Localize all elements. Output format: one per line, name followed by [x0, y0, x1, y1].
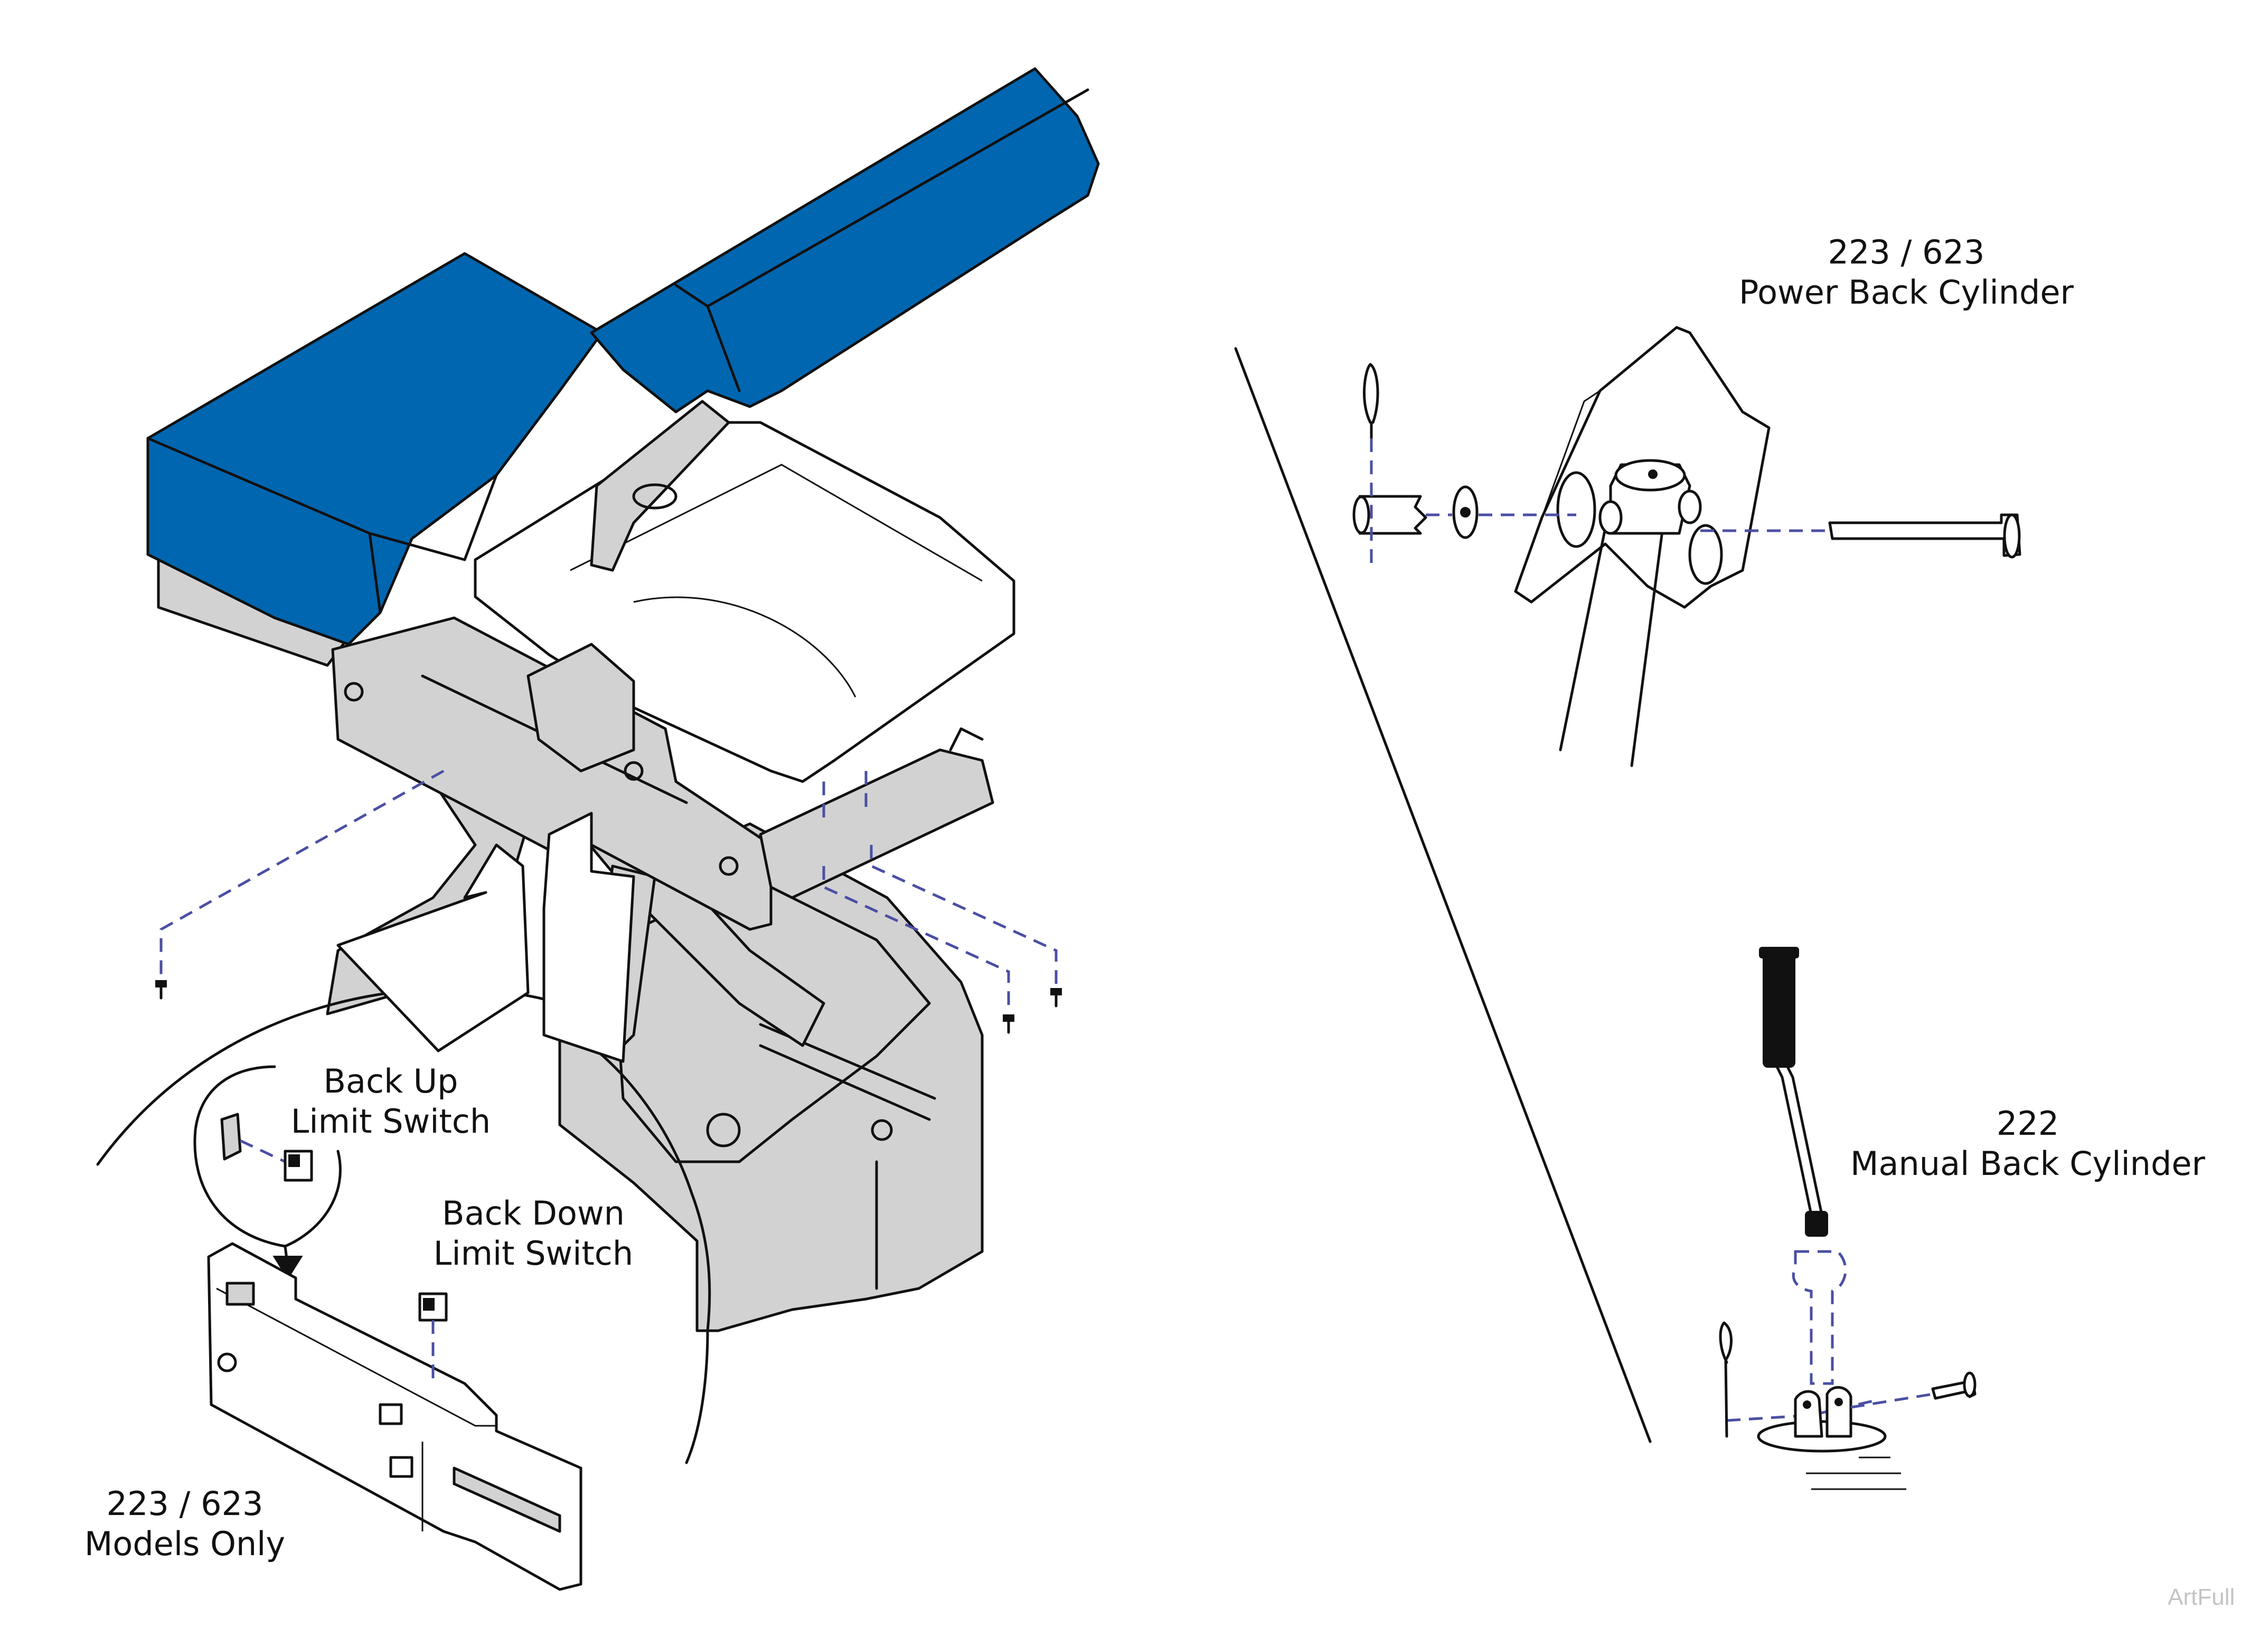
- screw-leader-right-2: [870, 845, 1058, 985]
- mount-ear-hole-right: [1834, 1398, 1843, 1406]
- base-fitting: [706, 1113, 741, 1147]
- manual-back-cylinder-label: 222 Manual Back Cylinder: [1838, 1104, 2218, 1184]
- seat-lift-block: [526, 643, 635, 773]
- manual-model-number: 222: [1996, 1104, 2059, 1143]
- manual-pin-leader: [1850, 1393, 1933, 1409]
- artfull-watermark: ArtFull: [2168, 1584, 2235, 1610]
- power-cylinder-name: Power Back Cylinder: [1738, 273, 2074, 312]
- back-pan-contour-2: [570, 464, 983, 582]
- clevis-pin-head: [2003, 513, 2021, 559]
- bracket-hole-1: [217, 1352, 237, 1372]
- frame-hole-3: [719, 856, 739, 876]
- cylinder-rod-left: [1559, 526, 1607, 751]
- screw-right-1: [1003, 1014, 1014, 1034]
- manual-cylinder-name: Manual Back Cylinder: [1850, 1144, 2205, 1183]
- gas-spring-rod-b: [1786, 1065, 1823, 1216]
- manual-back-cylinder-detail: [1719, 947, 1977, 1490]
- gas-spring-eye: [1805, 1211, 1828, 1237]
- detail-frame-bracket: [207, 1242, 582, 1591]
- back-frame-rail: [759, 748, 994, 899]
- back-up-arrowhead: [272, 1256, 303, 1280]
- cylinder-pin-boss-right: [1678, 490, 1702, 524]
- limit-switch-callout: [96, 812, 711, 1591]
- base-rail-2: [759, 1044, 931, 1121]
- cylinder-pin-boss-left: [1598, 500, 1623, 535]
- back-up-limit-switch-label: Back Up Limit Switch: [264, 1061, 517, 1142]
- rail-hook: [949, 727, 984, 751]
- clevis-pin: [1828, 513, 2021, 557]
- back-down-line1: Back Down: [442, 1194, 625, 1233]
- bracket-clip: [225, 1282, 255, 1306]
- frame-hole-2: [624, 761, 644, 781]
- mount-ear-left: [1794, 1390, 1823, 1438]
- short-pin: [1358, 495, 1427, 535]
- back-up-switch-leader: [239, 1139, 286, 1163]
- bracket-edge: [216, 1287, 496, 1427]
- seat-cushion-edge: [146, 437, 498, 561]
- callout-arrow-left: [336, 843, 530, 1052]
- gas-spring-rod-a: [1775, 1065, 1813, 1216]
- callout-arrow-right: [542, 812, 635, 1063]
- hairpin-clip: [1719, 1321, 1733, 1438]
- bracket-slot-left: [1556, 471, 1596, 548]
- back-pan-contour: [633, 596, 857, 698]
- bracket-flange: [1541, 390, 1601, 518]
- back-up-switch-button: [288, 1154, 300, 1167]
- power-back-cylinder-label: 223 / 623 Power Back Cylinder: [1721, 232, 2091, 313]
- gas-spring-body: [1763, 949, 1795, 1068]
- mount-surface-lines: [1806, 1456, 1906, 1490]
- seat-cushion-corner: [368, 532, 382, 614]
- back-down-line2: Limit Switch: [433, 1234, 634, 1273]
- rod-end-outline: [1792, 1250, 1847, 1385]
- screw-left: [155, 980, 167, 1000]
- screw-leader-right-1: [822, 866, 1010, 1011]
- back-up-bracket: [220, 1113, 242, 1161]
- models-line2: Models Only: [84, 1525, 286, 1563]
- cylinder-ring: [632, 483, 677, 510]
- seat-cushion: [146, 252, 604, 646]
- back-down-switch-button: [423, 1298, 435, 1311]
- screw-leader-left: [159, 769, 445, 977]
- bracket-slot-2: [389, 1456, 413, 1478]
- screw-right-2: [1050, 988, 1062, 1008]
- models-line1: 223 / 623: [106, 1484, 263, 1523]
- back-cushion-ridge: [706, 88, 1089, 308]
- bracket-rod: [453, 1466, 561, 1533]
- section-divider: [1234, 347, 1652, 1443]
- cylinder-rod-right: [1630, 521, 1665, 767]
- base-bolt: [871, 1119, 893, 1141]
- back-up-line1: Back Up: [323, 1062, 458, 1100]
- washer-hole: [1460, 507, 1471, 518]
- back-up-line2: Limit Switch: [290, 1102, 491, 1141]
- cotter-pin: [1363, 363, 1379, 440]
- power-back-cylinder-detail: [1352, 326, 2021, 767]
- back-down-limit-switch-label: Back Down Limit Switch: [407, 1193, 660, 1274]
- mount-ear-hole-left: [1803, 1400, 1811, 1409]
- bracket-slot-right: [1688, 524, 1723, 585]
- gas-spring-cap: [1759, 947, 1799, 958]
- short-pin-end: [1352, 495, 1370, 534]
- mount-ear-right: [1825, 1386, 1852, 1438]
- back-up-circle: [193, 1065, 342, 1248]
- manual-pin-head: [1963, 1371, 1977, 1398]
- frame-hole-1: [344, 682, 364, 702]
- rod-end-leader: [1726, 1398, 1880, 1422]
- power-model-number: 223 / 623: [1828, 233, 1985, 271]
- cylinder-head-hole: [1648, 469, 1658, 479]
- bracket-slot: [379, 1403, 403, 1425]
- back-cushion: [590, 67, 1100, 413]
- models-only-label: 223 / 623 Models Only: [58, 1484, 312, 1564]
